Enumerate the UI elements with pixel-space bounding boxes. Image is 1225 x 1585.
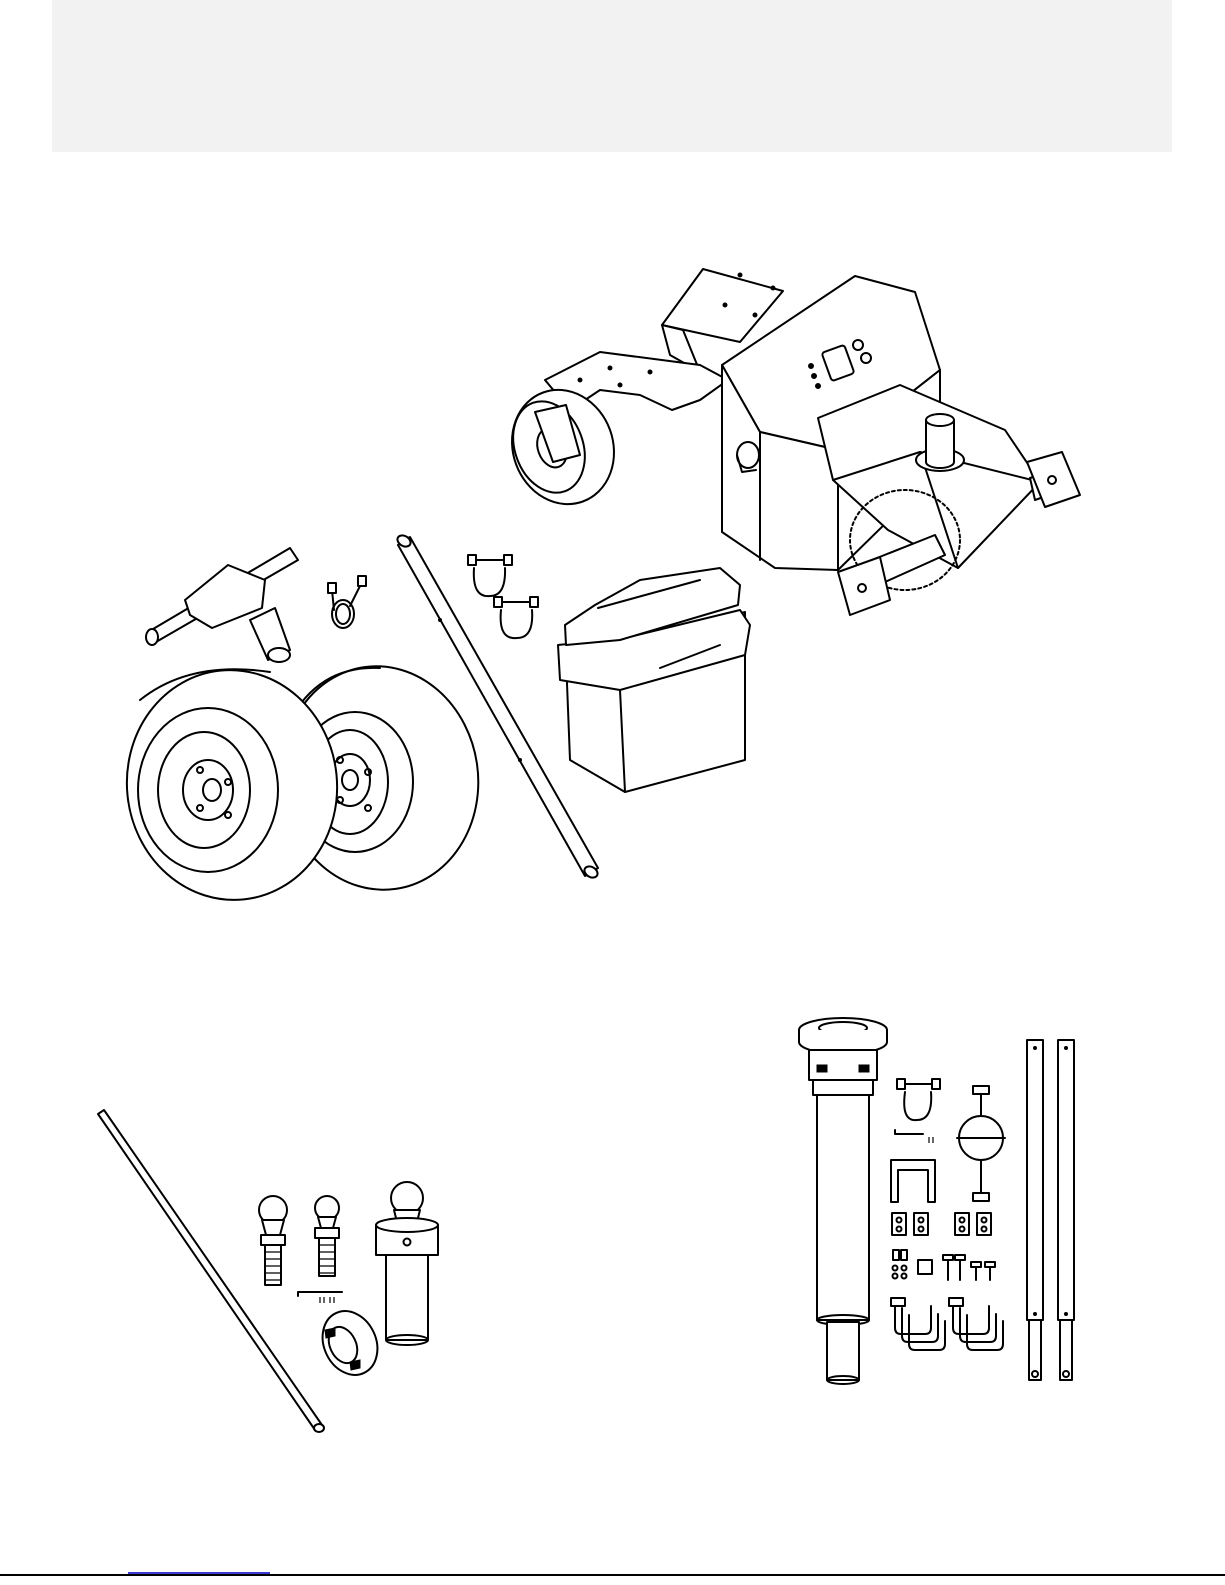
hitch-ball-small-1 <box>259 1196 287 1285</box>
t-handle <box>146 548 298 662</box>
footer-link-underline[interactable] <box>128 1572 270 1574</box>
main-kit-illustration <box>0 0 1225 920</box>
battery-box <box>558 568 750 792</box>
rear-wheels <box>116 653 493 910</box>
hex-key <box>298 1292 342 1303</box>
hitch-ball-small-2 <box>315 1196 339 1276</box>
lynch-pins <box>468 555 538 638</box>
mount-post <box>799 1018 887 1384</box>
caster-wheel <box>496 375 630 518</box>
hitch-rod <box>98 1110 324 1432</box>
support-legs <box>1027 1040 1074 1380</box>
hitch-kit-illustration <box>80 1100 460 1445</box>
collar-ring <box>312 1302 387 1384</box>
wire-harness <box>328 576 366 628</box>
mount-kit-illustration <box>795 1010 1095 1395</box>
hitch-ball-receiver <box>376 1182 438 1345</box>
small-parts <box>891 1079 1005 1350</box>
drive-housing <box>722 276 1080 615</box>
footer-rule <box>0 1574 1225 1576</box>
